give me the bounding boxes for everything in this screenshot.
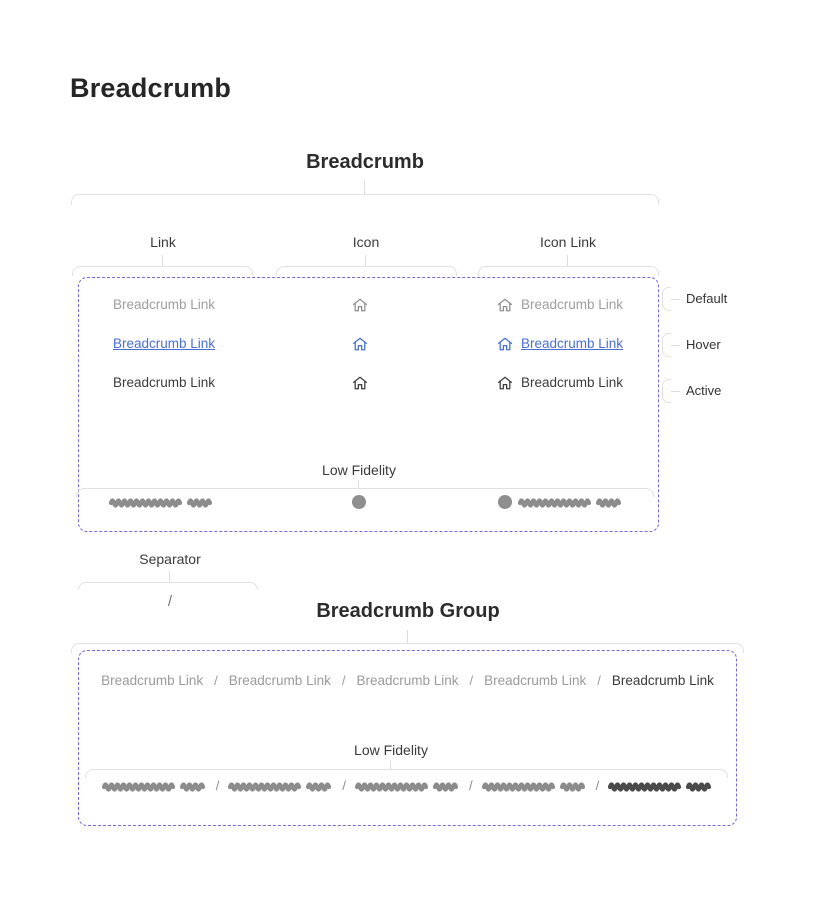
state-label-hover: Hover — [686, 337, 721, 352]
lowfi-icon-dot — [352, 495, 366, 509]
low-fidelity-bracket — [85, 769, 728, 778]
state-bracket-hover — [662, 333, 671, 357]
group-section-bracket — [71, 643, 744, 653]
state-tick — [671, 299, 680, 300]
lowfi-scribble-link — [102, 780, 207, 792]
lowfi-icon-link — [498, 495, 623, 509]
home-icon — [352, 298, 368, 312]
home-icon — [352, 376, 368, 390]
breadcrumb-icon-link-active[interactable]: Breadcrumb Link — [496, 374, 623, 392]
group-separator: / — [469, 778, 473, 793]
state-tick — [671, 345, 680, 346]
column-label-link: Link — [150, 234, 176, 250]
breadcrumb-link-default[interactable]: Breadcrumb Link — [113, 297, 216, 312]
state-bracket-default — [662, 287, 671, 311]
low-fidelity-label: Low Fidelity — [354, 742, 428, 758]
breadcrumb-link-label: Breadcrumb Link — [521, 336, 624, 351]
breadcrumb-icon-default[interactable] — [351, 296, 369, 314]
group-breadcrumb-link[interactable]: Breadcrumb Link — [356, 673, 459, 688]
group-breadcrumb-link[interactable]: Breadcrumb Link — [484, 673, 587, 688]
lowfi-scribble-link — [518, 496, 623, 508]
group-breadcrumb-link[interactable]: Breadcrumb Link — [101, 673, 204, 688]
label-tick — [364, 180, 365, 194]
group-separator: / — [341, 673, 346, 688]
group-separator: / — [215, 778, 220, 793]
breadcrumb-group: Breadcrumb Link / Breadcrumb Link / Brea… — [78, 673, 737, 688]
group-breadcrumb-current: Breadcrumb Link — [611, 673, 714, 688]
group-separator: / — [595, 778, 600, 793]
breadcrumb-icon-link-default[interactable]: Breadcrumb Link — [496, 296, 623, 314]
state-bracket-active — [662, 379, 671, 403]
breadcrumb-link-active[interactable]: Breadcrumb Link — [113, 375, 216, 390]
home-icon — [497, 376, 513, 390]
lowfi-scribble-link — [482, 780, 587, 792]
section-title-breadcrumb: Breadcrumb — [306, 151, 424, 173]
label-tick — [567, 255, 568, 266]
column-bracket-icon — [276, 266, 457, 276]
column-bracket-icon-link — [478, 266, 659, 276]
separator-label: Separator — [139, 551, 201, 567]
column-label-icon-link: Icon Link — [539, 234, 597, 250]
home-icon — [497, 298, 513, 312]
component-frame-breadcrumb — [78, 277, 659, 532]
section-bracket — [71, 194, 659, 205]
breadcrumb-icon-active[interactable] — [351, 374, 369, 392]
breadcrumb-icon-hover[interactable] — [351, 335, 369, 353]
lowfi-scribble-link — [109, 496, 214, 508]
lowfi-scribble-link — [228, 780, 333, 792]
label-tick — [162, 255, 163, 266]
breadcrumb-link-label: Breadcrumb Link — [521, 375, 624, 390]
label-tick — [365, 255, 366, 266]
label-tick — [407, 630, 408, 643]
lowfi-scribble-link — [355, 780, 460, 792]
breadcrumb-link-label: Breadcrumb Link — [521, 297, 624, 312]
label-tick — [390, 761, 391, 769]
state-label-active: Active — [686, 383, 722, 398]
low-fidelity-label: Low Fidelity — [322, 462, 396, 478]
state-tick — [671, 391, 680, 392]
lowfi-icon-dot — [498, 495, 512, 509]
group-separator: / — [597, 673, 601, 688]
breadcrumb-link-hover[interactable]: Breadcrumb Link — [113, 336, 216, 351]
state-label-default: Default — [686, 291, 728, 306]
lowfi-breadcrumb-group: / / / / — [78, 778, 737, 793]
section-title-breadcrumb-group: Breadcrumb Group — [316, 600, 500, 622]
page-title: Breadcrumb — [70, 73, 232, 103]
breadcrumb-icon-link-hover[interactable]: Breadcrumb Link — [496, 335, 623, 353]
lowfi-scribble-current — [608, 780, 713, 792]
label-tick — [169, 571, 170, 582]
column-label-icon: Icon — [352, 234, 380, 250]
component-frame-breadcrumb-group — [78, 650, 737, 826]
group-breadcrumb-link[interactable]: Breadcrumb Link — [228, 673, 331, 688]
home-icon — [497, 337, 513, 351]
group-separator: / — [342, 778, 346, 793]
separator-glyph: / — [167, 593, 173, 610]
group-separator: / — [214, 673, 218, 688]
home-icon — [352, 337, 368, 351]
column-bracket-link — [72, 266, 253, 276]
label-tick — [358, 480, 359, 488]
group-separator: / — [469, 673, 474, 688]
low-fidelity-bracket — [76, 488, 654, 497]
separator-bracket — [78, 582, 258, 590]
